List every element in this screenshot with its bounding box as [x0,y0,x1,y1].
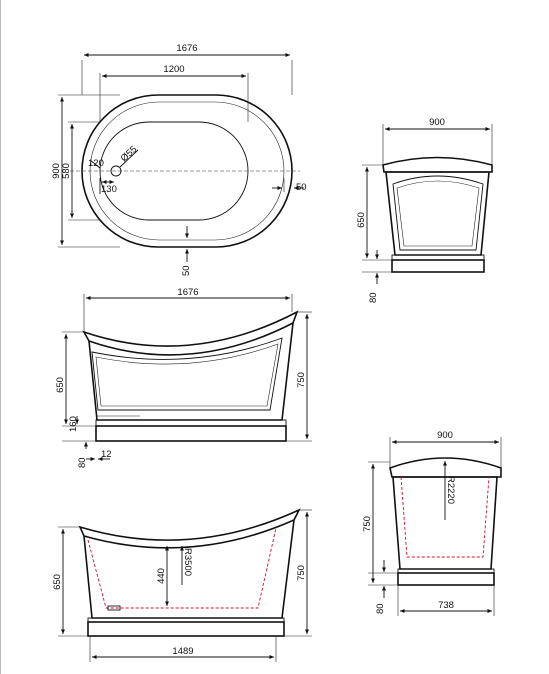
dim-setback: 12 [101,449,112,460]
side-section-inner-profile [87,527,277,609]
side-view-panel-inner [95,343,279,407]
dim-drain-diameter: Ø55 [119,144,140,164]
dim-end-height: 650 [356,212,367,228]
dim-section-plinth: 80 [375,603,386,614]
side-view: 1676 650 160 80 12 750 [55,287,312,468]
dim-inner-width: 580 [61,163,72,179]
dim-inner-radius: R2220 [445,476,456,504]
end-section: 900 R2220 750 80 738 [362,430,502,616]
end-section-rim [389,457,502,478]
dim-end-width: 900 [429,117,445,128]
dim-side-overall-height: 750 [296,372,307,388]
dim-inner-length: 1200 [163,64,184,75]
end-view-panel [392,175,484,251]
end-view: 900 650 80 [356,117,493,303]
dim-side-plinth: 80 [77,457,88,468]
dim-radius: R3500 [182,548,193,576]
dim-section-body-height: 650 [52,574,63,590]
dim-bottom-rim: 50 [181,265,192,276]
side-view-panel [91,337,283,411]
dim-depth: 440 [156,568,167,584]
dim-end-plinth: 80 [368,292,379,303]
dim-section-overall-height: 750 [296,565,307,581]
dim-drain-offset: 130 [101,184,117,195]
dim-side-length: 1676 [177,287,198,298]
dim-overall-length: 1676 [176,43,197,54]
end-view-body [385,171,490,256]
dim-base-length: 1489 [172,646,193,657]
top-view: 1676 1200 900 580 120 130 Ø55 50 50 [51,43,307,276]
leader-line [119,149,139,168]
end-view-plinth [391,259,485,273]
end-section-plinth [397,572,495,586]
dim-side-rim: 50 [296,182,307,193]
leader-line [89,159,101,169]
dim-section-width: 900 [437,430,453,441]
dim-side-body-height: 650 [55,377,66,393]
side-section-drain [107,605,121,611]
side-view-plinth [95,425,287,442]
dim-section-height: 750 [362,516,373,532]
end-section-inner-profile [400,476,490,558]
drain-hole [110,165,122,177]
side-section: 440 R3500 650 750 1489 [52,508,312,662]
page-edge-line [0,0,1,674]
side-view-rim [82,310,299,356]
dim-edge-offset: 120 [88,158,104,169]
dim-base-width: 738 [438,600,454,611]
side-section-plinth [87,621,285,637]
end-view-panel-inner [396,180,480,247]
side-view-plinth-top [95,419,287,427]
dim-overflow-height: 160 [68,416,79,432]
dim-overall-width: 900 [51,163,62,179]
side-section-rim [78,508,301,549]
end-view-rim [382,156,493,173]
